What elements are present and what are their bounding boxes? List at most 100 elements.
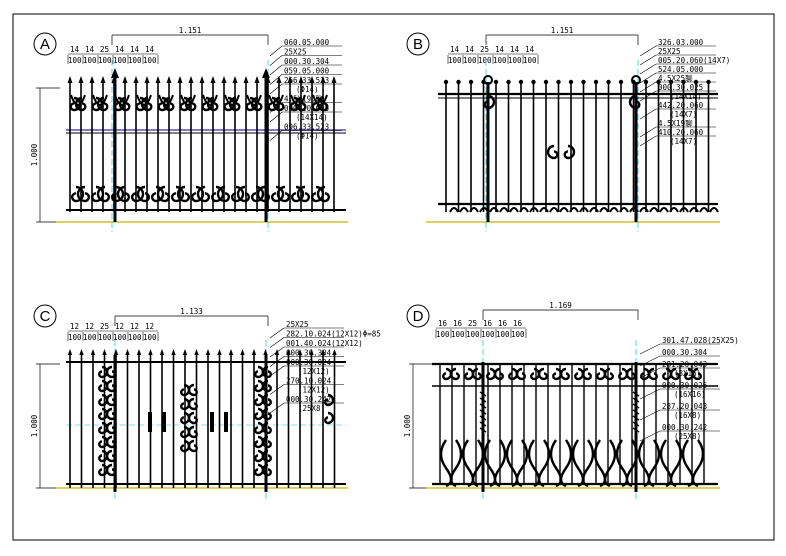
scroll-ornament [98,407,109,421]
scroll-ornament [98,365,109,379]
picket-spear [67,349,73,355]
scroll-ornament [206,96,219,112]
picket-spear [125,349,130,355]
callout-leader [269,346,285,358]
bottom-loop [519,207,529,213]
scroll-ornament [574,367,585,381]
scroll-ornament [254,435,265,449]
scroll-ornament [98,379,109,393]
callout-leader [269,130,283,141]
s-scroll [593,439,607,488]
scroll-ornament [684,367,695,381]
scroll-ornament [640,367,651,381]
s-scroll [483,439,497,488]
twist-collar [224,412,228,432]
s-scroll [625,439,639,488]
picket-spear [148,349,153,355]
callout-sub: (14X14) [296,113,328,122]
spacing-bottom-label: 100 [463,56,477,65]
scroll-ornament [316,185,331,203]
twisted-bar [479,403,487,409]
callout-code: 25X25 [658,47,681,56]
callout-code: 282.10.024(12X12)Φ=85 [286,330,381,339]
scroll-ornament [98,393,109,407]
callout-sub: (25X8) [674,432,701,441]
picket-spear [102,349,107,355]
scroll-ornament [105,421,116,435]
callout-code: 000.30.025 [658,83,703,92]
scroll-ornament [691,367,702,381]
spacing-top-label: 14 [85,45,95,54]
heart-ornament [70,94,86,106]
scroll-ornament [254,365,265,379]
scroll-ornament [254,379,265,393]
spacing-bottom-label: 100 [143,333,157,342]
scroll-ornament [105,393,116,407]
scroll-ornament [180,425,191,439]
scroll-ornament [449,367,460,381]
scroll-ornament [187,439,198,453]
picket-spear [276,76,282,83]
s-scroll [515,439,529,488]
s-scroll [505,439,519,488]
twist-collar [148,412,152,432]
callout-leader [639,430,661,442]
scroll-ornament [116,185,131,203]
spacing-top-label: 14 [495,45,505,54]
callout-code: 4.5X19聊 [658,119,693,128]
heart-ornament [312,94,328,106]
spacing-top-label: 12 [70,322,79,331]
sheet-border [12,13,775,541]
scroll-ornament [105,365,116,379]
s-scroll [669,439,683,488]
picket-ball [631,79,636,85]
callout-code: 059.05.000 [284,67,330,76]
picket-spear [232,76,238,83]
height-dimension-label: 1.000 [30,143,39,166]
scroll-ornament [187,383,198,397]
scroll-ornament [276,185,291,203]
scroll-ornament [187,411,198,425]
twisted-bar [479,421,487,427]
panel-letter: D [413,308,424,325]
callout-code: 000.30.304 [286,349,332,358]
s-scroll [691,439,705,488]
scroll-ornament [261,435,272,449]
bottom-loop [609,207,619,213]
scroll-ornament [156,185,171,203]
spacing-top-label: 25 [468,319,477,328]
callout-leader [269,64,283,76]
panel-letter: C [40,308,51,325]
scroll-ornament [187,397,198,411]
callout-leader [639,367,661,379]
scroll-ornament [324,411,335,425]
spacing-bottom-label: 100 [68,333,82,342]
scroll-ornament [486,367,497,381]
callout-leader [639,126,657,138]
picket-spear [228,349,234,355]
spacing-bottom-label: 100 [113,333,127,342]
scroll-ornament [105,379,116,393]
scroll-ornament [261,407,272,421]
twisted-bar [632,391,640,397]
scroll-ornament [256,185,271,203]
twisted-bar [479,391,487,397]
bottom-loop [479,207,489,213]
callout-sub: (8X16) [674,369,701,378]
panel-letter: B [413,36,423,53]
scroll-ornament [603,367,614,381]
scroll-ornament [98,463,109,477]
picket-spear [177,76,183,83]
picket-spear [331,76,337,83]
bottom-loop [539,207,549,213]
scroll-ornament [464,367,475,381]
callout-leader [269,337,285,348]
scroll-ornament [76,185,91,203]
spacing-bottom-label: 100 [448,56,462,65]
callout-leader [639,343,661,355]
callout-leader [639,388,661,400]
bottom-loop [559,207,569,213]
scroll-ornament [236,185,251,203]
height-dimension-label: 1.000 [403,414,412,437]
